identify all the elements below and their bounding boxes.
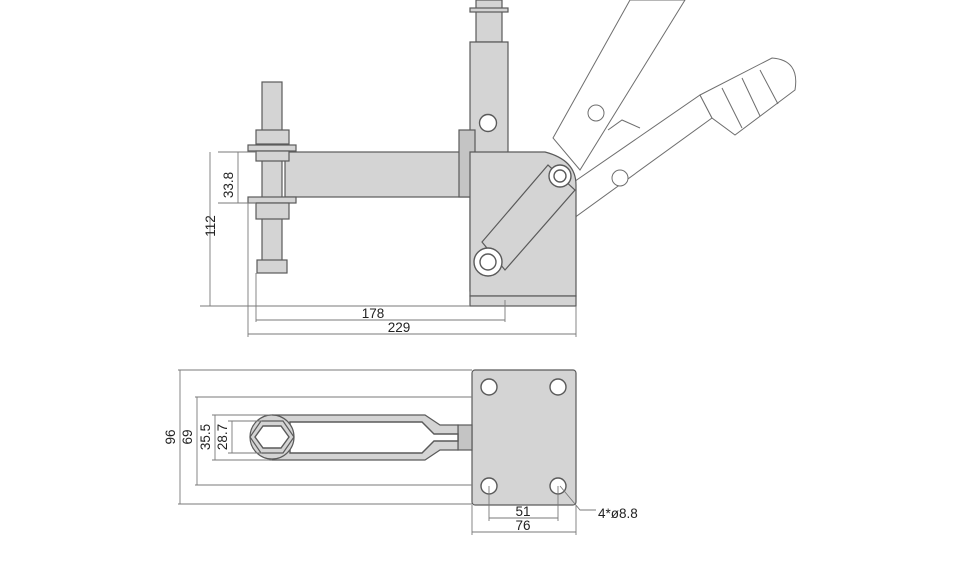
dim-vertical-reach: 112 (203, 215, 218, 237)
top-view: 96 69 35.5 28.7 51 76 4*ø8.8 (163, 369, 638, 535)
front-view: 33.8 112 178 229 (200, 0, 797, 337)
spindle-assembly (247, 81, 297, 274)
handle-pivot-inner (553, 169, 567, 183)
upper-nut (255, 129, 290, 145)
spindle-tip (256, 259, 288, 274)
dim-spindle-outer: 35.5 (198, 424, 213, 450)
plunger-rod (475, 0, 503, 43)
u-arm-slot (289, 421, 459, 454)
arm-connector (457, 424, 473, 451)
base-pivot-inner (479, 253, 497, 271)
dim-arm-length: 178 (362, 306, 385, 321)
spindle-rod (261, 81, 283, 263)
dim-mounting-holes: 4*ø8.8 (598, 506, 638, 521)
clamp-base-plate (469, 295, 577, 307)
dim-arm-width: 69 (180, 429, 195, 444)
dim-spindle-inner: 28.7 (215, 424, 230, 450)
upper-washer (247, 144, 297, 152)
dim-overall-length: 229 (388, 320, 411, 335)
upper-lock-nut (255, 150, 290, 162)
front-dimensions (200, 151, 577, 337)
mounting-hole-top-right (549, 378, 567, 396)
clamp-arm (284, 151, 476, 198)
dim-hole-spacing: 51 (515, 504, 530, 519)
lower-nut (255, 202, 290, 220)
dim-overall-width: 96 (163, 429, 178, 444)
open-handle-ghost (552, 0, 686, 171)
plunger-sleeve (469, 7, 509, 13)
top-dimensions (178, 369, 596, 535)
dim-base-length: 76 (515, 518, 530, 533)
lower-washer (247, 196, 297, 204)
mounting-hole-top-left (480, 378, 498, 396)
upright-pivot-hole (478, 113, 498, 133)
spindle-hex-inner (254, 425, 290, 449)
dim-clamp-height: 33.8 (221, 172, 236, 198)
